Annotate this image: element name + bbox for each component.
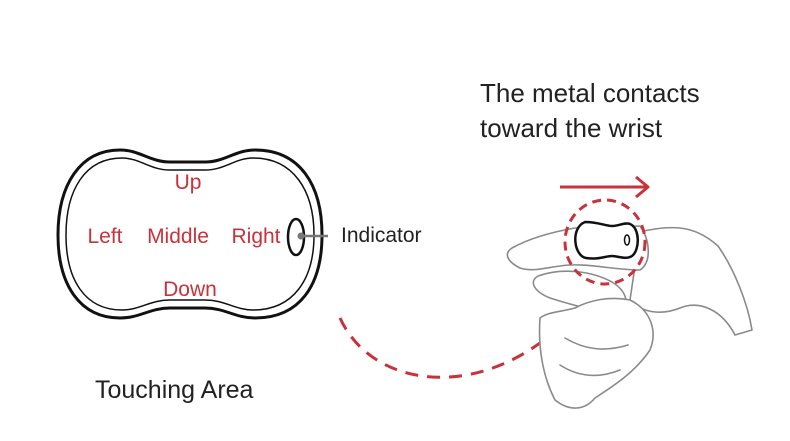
finger-crease-2 <box>559 364 621 377</box>
ring-body <box>574 220 639 260</box>
touchpad-outer-outline <box>56 148 324 320</box>
touching-area-caption: Touching Area <box>95 376 254 404</box>
ring-on-finger <box>574 220 639 260</box>
zone-label-down: Down <box>163 278 217 301</box>
wrist-note-line1: The metal contacts <box>480 78 700 108</box>
wrist-note-line2: toward the wrist <box>480 113 663 143</box>
zone-label-right: Right <box>231 225 280 248</box>
zone-label-middle: Middle <box>147 225 209 248</box>
zone-label-left: Left <box>87 225 122 248</box>
touchpad-inner-outline <box>65 157 315 311</box>
ring-highlight-circle <box>563 198 647 286</box>
touchpad-device <box>56 148 328 320</box>
indicator-dot <box>297 232 305 240</box>
hand-palm <box>629 226 753 336</box>
ring-indicator <box>623 234 631 246</box>
indicator-label: Indicator <box>341 224 422 247</box>
zone-label-up: Up <box>175 171 202 194</box>
direction-arrow <box>560 175 650 199</box>
curled-fingers <box>538 297 654 409</box>
finger-crease-1 <box>564 337 629 350</box>
